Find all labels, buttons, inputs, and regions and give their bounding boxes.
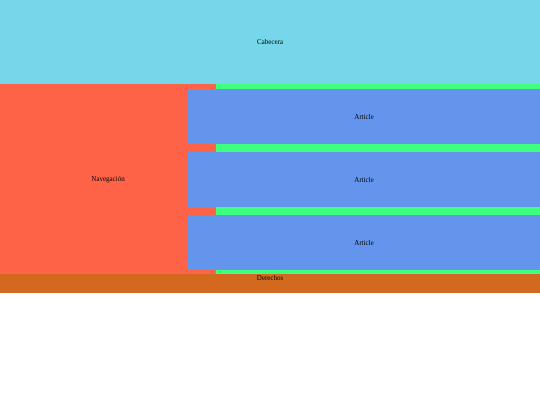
article-1: Article xyxy=(188,89,540,144)
article-3-label: Article xyxy=(354,238,374,247)
header-label: Cabecera xyxy=(256,38,284,46)
nav-section: Navegación xyxy=(0,84,216,274)
article-2-label: Article xyxy=(354,175,374,184)
nav-label: Navegación xyxy=(91,175,125,183)
footer-label: Derechos xyxy=(256,274,284,282)
article-1-label: Article xyxy=(354,112,374,121)
article-3: Article xyxy=(188,215,540,270)
footer-section: Derechos xyxy=(0,274,540,293)
header-section: Cabecera xyxy=(0,0,540,84)
article-2: Article xyxy=(188,152,540,207)
